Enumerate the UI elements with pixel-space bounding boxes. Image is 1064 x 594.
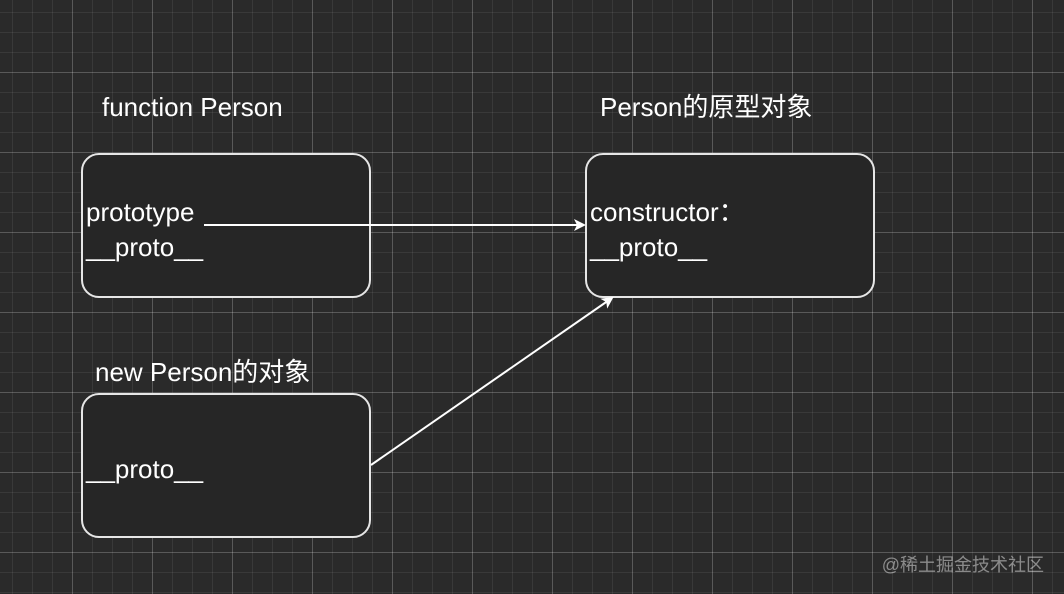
function-person-title: function Person (102, 92, 283, 122)
person-prototype-title: Person的原型对象 (600, 92, 813, 122)
proto-field-instance: __proto__ (86, 454, 204, 484)
proto-field-prototype: __proto__ (590, 232, 708, 262)
watermark-text: @稀土掘金技术社区 (881, 555, 1044, 575)
prototype-field: prototype (86, 197, 195, 227)
instance-proto-arrow (370, 296, 614, 466)
person-prototype-box (585, 153, 875, 298)
person-instance-box (81, 393, 371, 538)
proto-field-function: __proto__ (86, 232, 204, 262)
person-instance-title: new Person的对象 (95, 357, 311, 387)
constructor-field: constructor： (590, 197, 745, 227)
